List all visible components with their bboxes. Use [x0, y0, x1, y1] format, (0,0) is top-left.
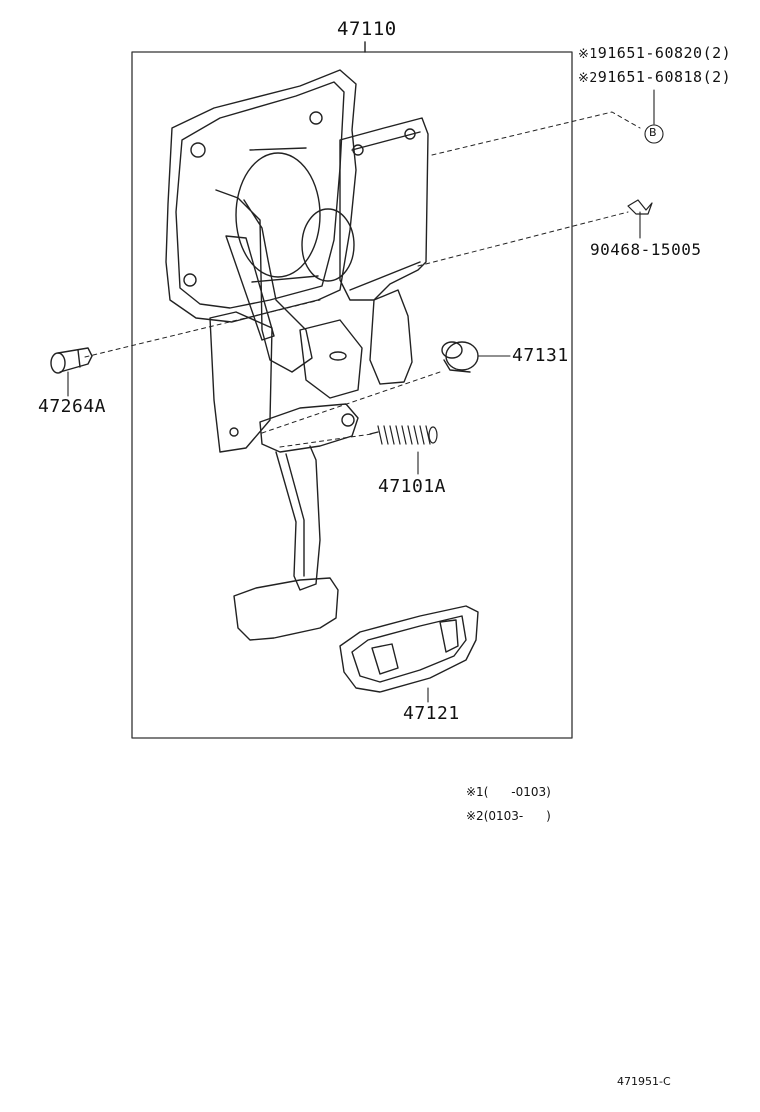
bolt-1-mark: ※1 — [578, 47, 598, 62]
lower-bracket — [259, 403, 359, 453]
pedal-pad — [233, 577, 339, 641]
callout-b-circle — [644, 124, 664, 144]
bolt-2-part: 91651-60818 — [597, 68, 703, 86]
label-90468-15005: 90468-15005 — [590, 240, 702, 259]
label-47101a: 47101A — [378, 476, 447, 497]
label-47121: 47121 — [403, 703, 460, 724]
bolt-2-mark: ※2 — [578, 71, 598, 86]
label-47110: 47110 — [337, 18, 397, 40]
bracket-back-plate — [165, 69, 357, 323]
label-47131: 47131 — [512, 345, 569, 366]
spring-47101a — [369, 425, 438, 445]
note-2: ※2(0103- ) — [466, 809, 551, 823]
pedal-shaft — [275, 445, 321, 591]
cushion-47131 — [441, 341, 479, 373]
pedal-lever-upper — [215, 189, 313, 373]
assembly-frame — [131, 51, 573, 739]
note-1-mark: ※1 — [466, 785, 484, 799]
callout-b-letter: B — [649, 126, 657, 139]
clip-90468 — [627, 199, 653, 215]
bolt-2-qty: (2) — [702, 68, 732, 86]
bolt-1-part: 91651-60820 — [597, 44, 703, 62]
note-1-range: ( -0103) — [483, 785, 551, 799]
bolt-1-qty: (2) — [702, 44, 732, 62]
pivot-boss — [235, 152, 321, 278]
figure-code: 471951-C — [617, 1075, 671, 1088]
pad-cover-47121 — [339, 605, 479, 693]
label-47264a: 47264A — [38, 396, 107, 417]
bolt-label-2: ※291651-60818(2) — [578, 68, 731, 86]
note-2-range: (0103- ) — [483, 809, 551, 823]
right-mount-bracket — [339, 117, 429, 301]
note-1: ※1( -0103) — [466, 785, 551, 799]
note-2-mark: ※2 — [466, 809, 484, 823]
bolt-label-1: ※191651-60820(2) — [578, 44, 731, 62]
pin-47264a — [50, 347, 93, 374]
